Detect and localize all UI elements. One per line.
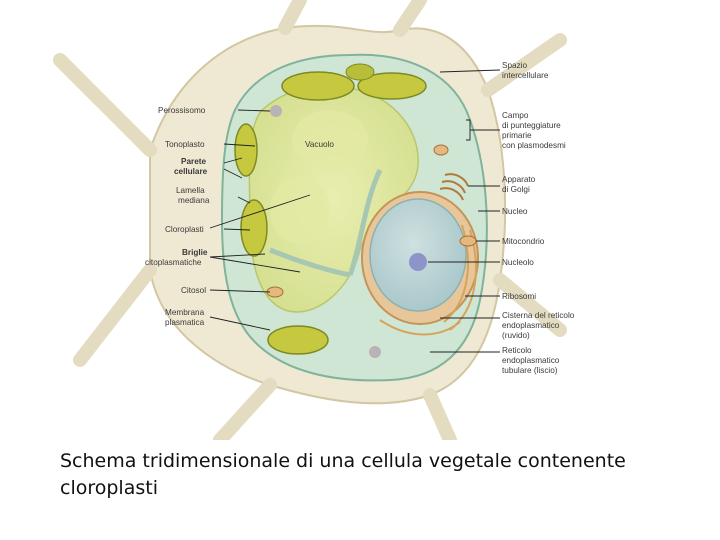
leader-lines bbox=[209, 69, 501, 353]
label-membrana-line1: Membrana bbox=[165, 308, 205, 317]
label-tonoplasto: Tonoplasto bbox=[165, 140, 205, 149]
mitochondrion bbox=[433, 144, 449, 156]
label-vacuolo: Vacuolo bbox=[305, 140, 334, 149]
label-apparato-line2: di Golgi bbox=[502, 185, 530, 194]
nucleolus bbox=[409, 253, 427, 271]
chloroplast bbox=[267, 325, 329, 355]
plant-cell-diagram: Perossisomo Tonoplasto Parete cellulare … bbox=[53, 0, 575, 440]
label-cloroplasti: Cloroplasti bbox=[165, 225, 204, 234]
label-apparato-line1: Apparato bbox=[502, 175, 536, 184]
label-membrana-line2: plasmatica bbox=[165, 318, 205, 327]
label-lamella-line2: mediana bbox=[178, 196, 210, 205]
label-campo-line3: primarie bbox=[502, 131, 532, 140]
label-cisterna-line1: Cisterna del reticolo bbox=[502, 311, 575, 320]
label-ribosomi: Ribosomi bbox=[502, 292, 536, 301]
chloroplast bbox=[357, 72, 427, 100]
figure-caption: Schema tridimensionale di una cellula ve… bbox=[60, 448, 680, 502]
golgi-apparatus bbox=[439, 173, 469, 201]
label-nucleo: Nucleo bbox=[502, 207, 528, 216]
peroxisome bbox=[369, 346, 381, 358]
mitochondrion bbox=[459, 235, 477, 247]
nucleus bbox=[361, 191, 479, 325]
label-spazio-line1: Spazio bbox=[502, 61, 527, 70]
peroxisome bbox=[270, 105, 282, 117]
label-mitocondrio: Mitocondrio bbox=[502, 237, 545, 246]
label-reticolo-line3: tubulare (liscio) bbox=[502, 366, 558, 375]
caption-line-2: cloroplasti bbox=[60, 477, 158, 499]
label-nucleolo: Nucleolo bbox=[502, 258, 534, 267]
chloroplast bbox=[240, 199, 268, 257]
chloroplast bbox=[345, 63, 375, 81]
label-reticolo-line2: endoplasmatico bbox=[502, 356, 560, 365]
vacuole-lobe bbox=[270, 176, 330, 244]
cytoplasmic-strand bbox=[269, 168, 383, 278]
chloroplast bbox=[281, 71, 355, 101]
vacuole-lobe bbox=[292, 110, 368, 170]
label-citosol: Citosol bbox=[181, 286, 206, 295]
label-parete-line2: cellulare bbox=[174, 167, 208, 176]
label-briglie-line1: Briglie bbox=[182, 248, 208, 257]
chloroplast-group bbox=[234, 63, 427, 355]
label-campo-line1: Campo bbox=[502, 111, 529, 120]
label-cisterna-line3: (ruvido) bbox=[502, 331, 530, 340]
label-lamella-line1: Lamella bbox=[176, 186, 205, 195]
label-reticolo-line1: Reticolo bbox=[502, 346, 532, 355]
label-spazio-line2: intercellulare bbox=[502, 71, 549, 80]
label-campo-line4: con plasmodesmi bbox=[502, 141, 566, 150]
chloroplast bbox=[234, 123, 258, 177]
label-campo-line2: di punteggiature bbox=[502, 121, 561, 130]
caption-line-1: Schema tridimensionale di una cellula ve… bbox=[60, 450, 626, 472]
label-cisterna-line2: endoplasmatico bbox=[502, 321, 560, 330]
label-perossisomo: Perossisomo bbox=[158, 106, 206, 115]
label-parete-line1: Parete bbox=[181, 157, 206, 166]
label-briglie-line2: citoplasmatiche bbox=[145, 258, 202, 267]
